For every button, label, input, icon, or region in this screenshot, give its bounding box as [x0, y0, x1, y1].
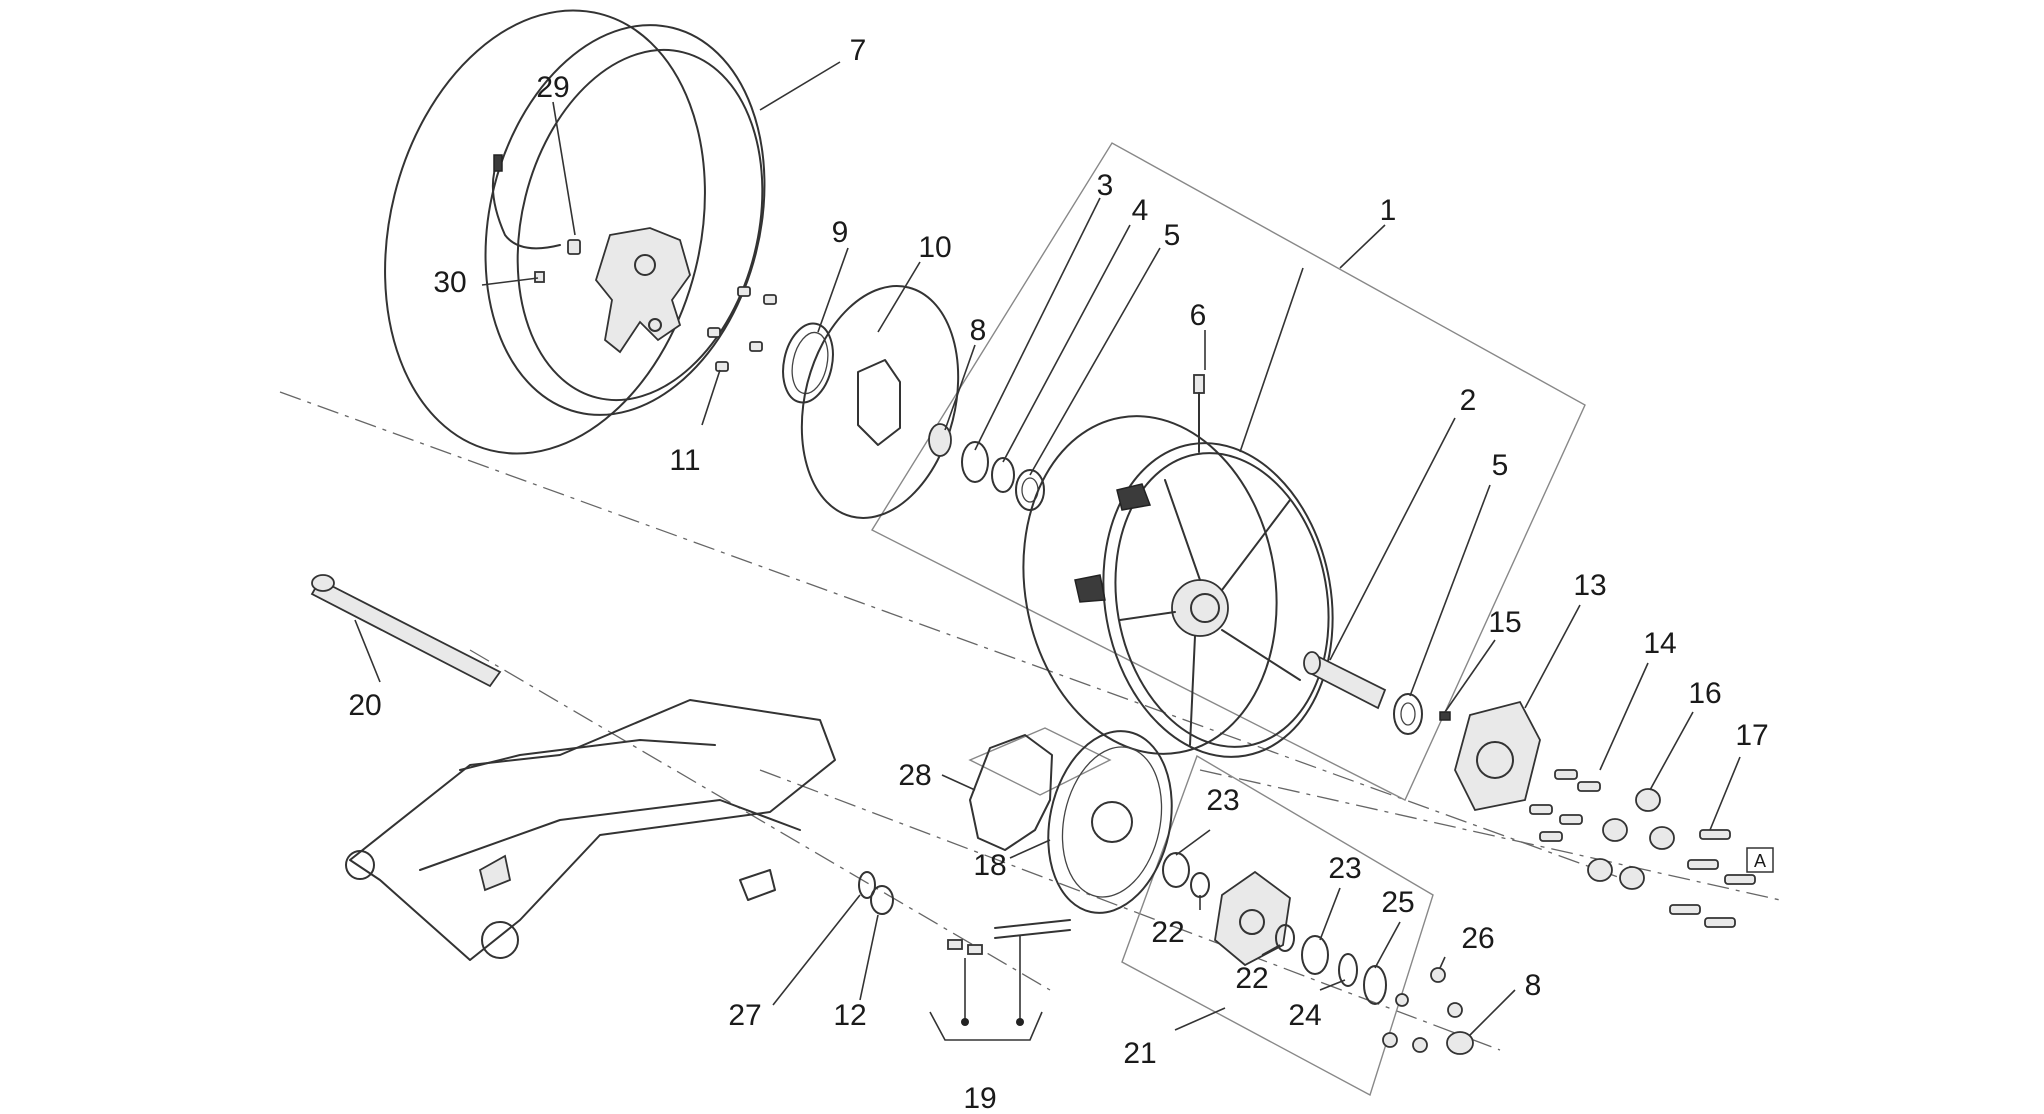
- callout-3: 3: [1097, 169, 1114, 202]
- abs-tone-ring: [782, 322, 834, 404]
- brake-caliper-assembly: [491, 154, 691, 354]
- hub-spacers-and-bearings: [928, 423, 1045, 511]
- callout-8: 8: [970, 314, 987, 347]
- callout-7: 7: [850, 34, 867, 67]
- callout-26: 26: [1461, 922, 1494, 955]
- callout-12: 12: [833, 999, 866, 1032]
- drive-chain: [929, 919, 1071, 1041]
- leader-lines: [354, 61, 1741, 1036]
- rear-sprocket: [1047, 730, 1173, 914]
- callout-24: 24: [1288, 999, 1321, 1032]
- reference-box: A: [1746, 847, 1774, 873]
- callout-21: 21: [1123, 1037, 1156, 1070]
- callout-30: 30: [433, 266, 466, 299]
- wheel-rim: [1022, 415, 1334, 758]
- callout-16: 16: [1688, 677, 1721, 710]
- callout-5: 5: [1164, 219, 1181, 252]
- reference-box-label: A: [1754, 851, 1766, 871]
- hub-sleeve: [1303, 651, 1423, 735]
- brake-disc: [800, 285, 960, 519]
- callout-19: 19: [963, 1082, 996, 1114]
- callout-1: 1: [1380, 194, 1397, 227]
- callout-5: 5: [1492, 449, 1509, 482]
- callout-10: 10: [918, 231, 951, 264]
- callout-18: 18: [973, 849, 1006, 882]
- cush-dampers-and-bolts: [1529, 769, 1756, 928]
- cush-drive-hub: [1439, 700, 1541, 812]
- callout-22: 22: [1235, 962, 1268, 995]
- swingarm-pivot-shaft: [310, 574, 502, 688]
- callout-6: 6: [1190, 299, 1207, 332]
- callout-8: 8: [1525, 969, 1542, 1002]
- callout-20: 20: [348, 689, 381, 722]
- sprocket-gasket: [969, 734, 1053, 851]
- sprocket-nuts-and-spacer: [1382, 967, 1474, 1055]
- callout-4: 4: [1132, 194, 1149, 227]
- group-outlines: [871, 142, 1586, 1097]
- callout-29: 29: [536, 71, 569, 104]
- callout-27: 27: [728, 999, 761, 1032]
- callout-13: 13: [1573, 569, 1606, 602]
- callout-23: 23: [1206, 784, 1239, 817]
- sprocket-carrier-assembly: [1162, 852, 1387, 1005]
- caliper-bolts: [707, 286, 777, 372]
- tyre: [384, 9, 766, 455]
- tyre-valve: [1193, 374, 1205, 453]
- callout-11: 11: [669, 444, 700, 477]
- callout-28: 28: [898, 759, 931, 792]
- assembly-axes: [279, 391, 1781, 1051]
- callout-17: 17: [1735, 719, 1768, 752]
- callout-23: 23: [1328, 852, 1361, 885]
- callout-9: 9: [832, 216, 849, 249]
- callout-2: 2: [1460, 384, 1477, 417]
- callout-15: 15: [1488, 606, 1521, 639]
- callout-22: 22: [1151, 916, 1184, 949]
- swingarm-circlip-bearing: [858, 871, 894, 915]
- callout-25: 25: [1381, 886, 1414, 919]
- swingarm: [345, 699, 836, 961]
- callout-labels: 1 2 3 4 5 5 6 7 8 8 9 10 11 12 13 14 15 …: [348, 34, 1768, 1114]
- callout-14: 14: [1643, 627, 1676, 660]
